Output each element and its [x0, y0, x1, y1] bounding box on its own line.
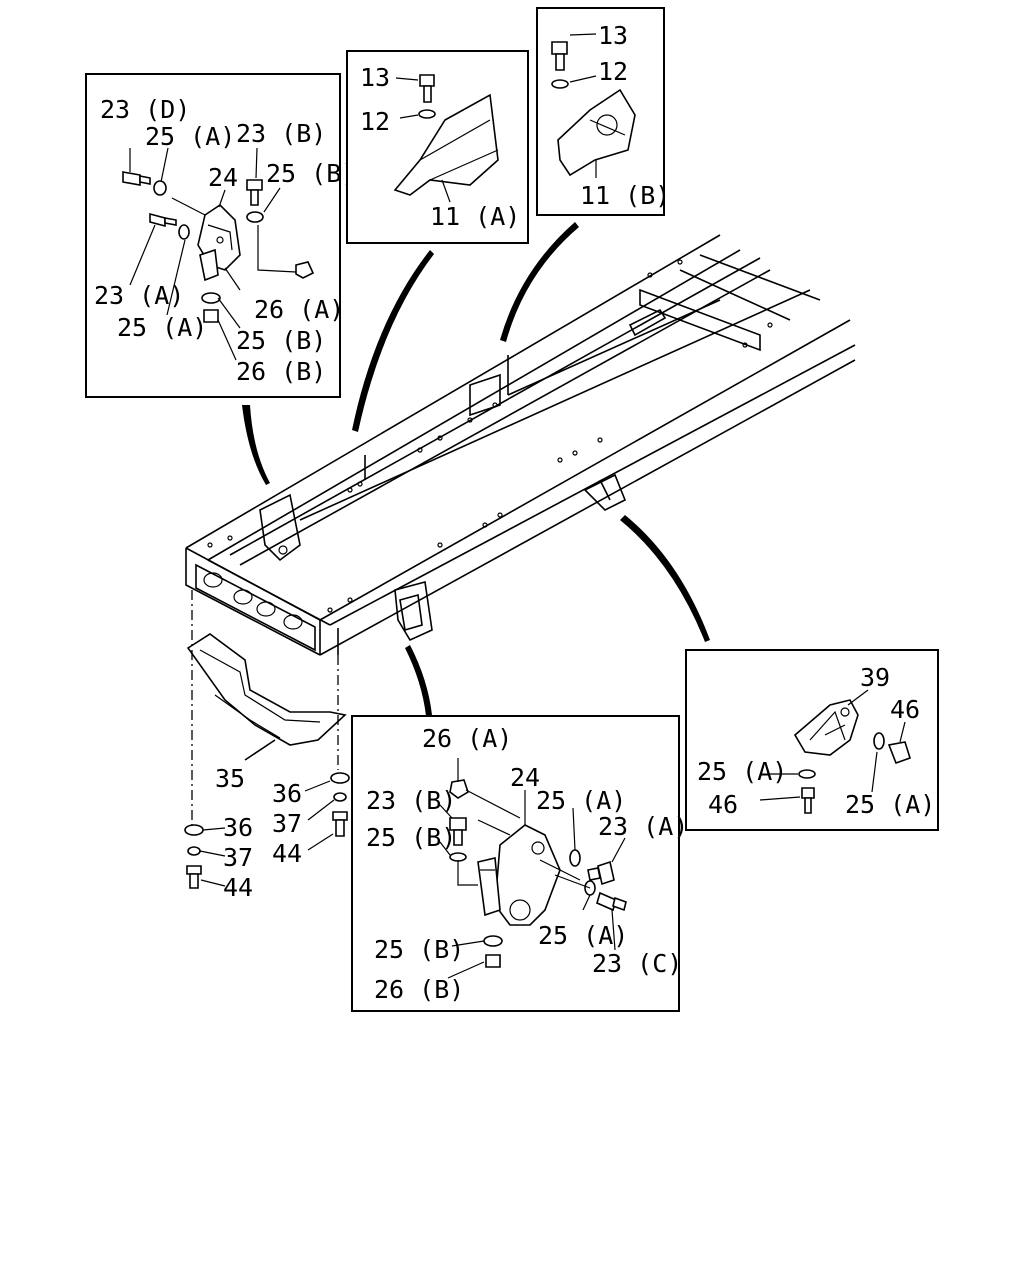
- p1-label-4: 24: [208, 163, 238, 192]
- p4-label-2: 24: [510, 763, 540, 792]
- p1-label-10: 26 (B): [236, 357, 326, 386]
- p4-label-4: 25 (A): [536, 786, 626, 815]
- p2-label-3: 11 (A): [430, 202, 520, 231]
- p4-label-5: 25 (B): [366, 823, 456, 852]
- crossmember-labels: 35 36 37 44 36 37 44: [215, 764, 302, 902]
- p2-label-1: 13: [360, 63, 390, 92]
- cm-label-36-left: 36: [223, 813, 253, 842]
- p1-label-8: 26 (A): [254, 295, 344, 324]
- p4-label-9: 25 (B): [374, 935, 464, 964]
- chassis-frame: [185, 234, 856, 656]
- cm-label-44-left: 44: [223, 873, 253, 902]
- p3-label-3: 11 (B): [580, 181, 670, 210]
- p5-label-2: 46: [890, 695, 920, 724]
- p1-label-6: 23 (A): [94, 281, 184, 310]
- p1-label-5: 25 (B): [266, 159, 356, 188]
- panel-1: 23 (D) 25 (A) 23 (B) 24 25 (B) 23 (A) 25…: [85, 73, 356, 398]
- p5-label-5: 46: [708, 790, 738, 819]
- panel-3: 13 12 11 (B): [536, 7, 670, 216]
- p3-label-2: 12: [598, 57, 628, 86]
- panel-4: 26 (A) 24 23 (B) 25 (A) 25 (B) 23 (A) 25…: [351, 715, 688, 1012]
- panel-5: 39 46 25 (A) 25 (A) 46: [685, 649, 939, 831]
- p3-label-1: 13: [598, 21, 628, 50]
- cm-label-35: 35: [215, 764, 245, 793]
- crossmember-fasteners: [184, 772, 350, 889]
- cm-label-37-left: 37: [223, 843, 253, 872]
- p1-label-7: 25 (A): [117, 313, 207, 342]
- p1-label-1: 23 (D): [100, 95, 190, 124]
- p4-label-3: 23 (B): [366, 786, 456, 815]
- p4-label-6: 23 (A): [598, 812, 688, 841]
- p1-label-3: 23 (B): [236, 119, 326, 148]
- p1-label-2: 25 (A): [145, 122, 235, 151]
- p1-label-9: 25 (B): [236, 326, 326, 355]
- p4-label-7: 25 (A): [538, 921, 628, 950]
- p4-label-10: 26 (B): [374, 975, 464, 1004]
- p4-label-8: 23 (C): [592, 949, 682, 978]
- crossmember-35: [186, 590, 347, 825]
- cm-label-37-right: 37: [272, 809, 302, 838]
- p5-label-3: 25 (A): [697, 757, 787, 786]
- p4-label-1: 26 (A): [422, 724, 512, 753]
- cm-label-44-right: 44: [272, 839, 302, 868]
- cm-label-36-right: 36: [272, 779, 302, 808]
- p5-label-4: 25 (A): [845, 790, 935, 819]
- p2-label-2: 12: [360, 107, 390, 136]
- p5-label-1: 39: [860, 663, 890, 692]
- callout-curves: [242, 222, 710, 716]
- panel-2: 13 12 11 (A): [346, 50, 529, 244]
